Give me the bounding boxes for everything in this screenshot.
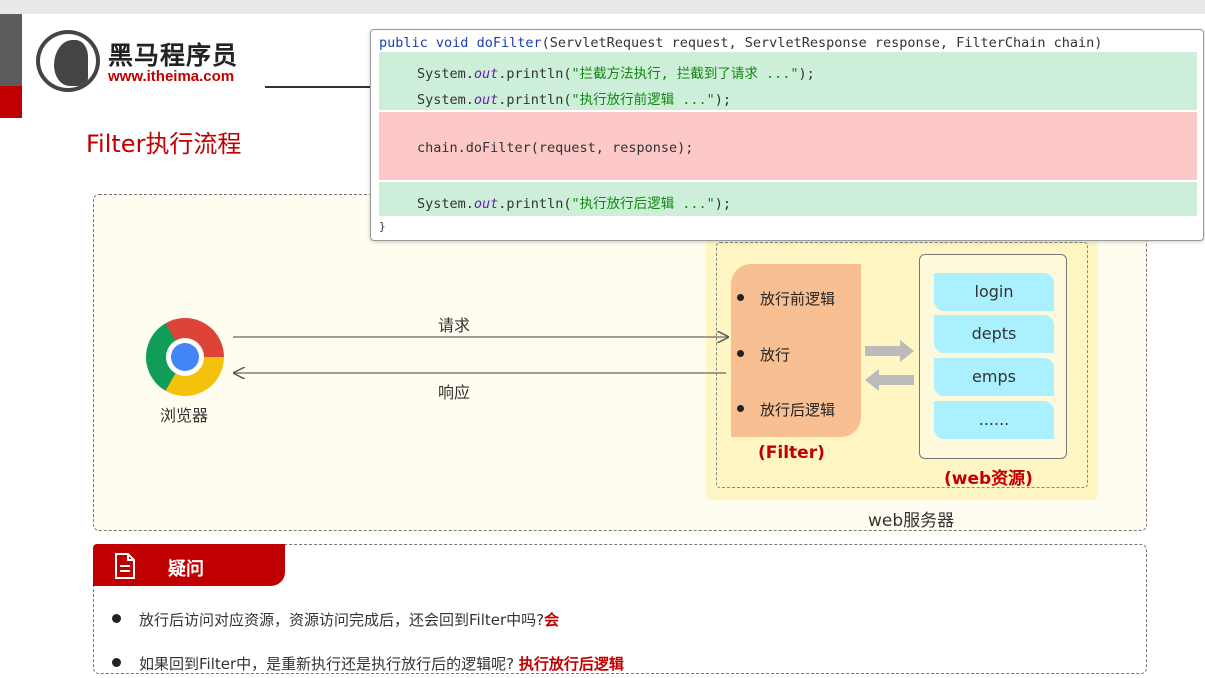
browser-label: 浏览器 bbox=[160, 406, 209, 425]
code-line-dofilter: chain.doFilter(request, response); bbox=[417, 140, 694, 156]
resource-item: emps bbox=[934, 358, 1054, 396]
code-panel: public void doFilter(ServletRequest requ… bbox=[370, 29, 1204, 241]
document-icon bbox=[115, 553, 135, 579]
filter-item: 放行后逻辑 bbox=[737, 399, 835, 420]
top-band bbox=[0, 0, 1205, 14]
code-line-intercept: System.out.println("拦截方法执行, 拦截到了请求 ...")… bbox=[417, 66, 815, 82]
left-gray-bar bbox=[0, 14, 22, 86]
web-server-inner-frame bbox=[716, 242, 1088, 488]
left-red-bar bbox=[0, 86, 22, 118]
web-server-label: web服务器 bbox=[868, 511, 955, 531]
header-divider bbox=[265, 86, 375, 88]
horse-logo-icon bbox=[36, 30, 100, 92]
after-logic-highlight bbox=[379, 182, 1197, 216]
answer-text: 执行放行后逻辑 bbox=[518, 655, 624, 673]
filter-block bbox=[731, 264, 861, 437]
brand-url: www.itheima.com bbox=[108, 68, 235, 85]
code-line-after: System.out.println("执行放行后逻辑 ..."); bbox=[417, 196, 731, 212]
filter-item: 放行 bbox=[737, 344, 790, 365]
code-line-before: System.out.println("执行放行前逻辑 ..."); bbox=[417, 92, 731, 108]
resource-item: depts bbox=[934, 315, 1054, 353]
before-logic-highlight bbox=[379, 52, 1197, 110]
code-closing-brace: } bbox=[379, 220, 386, 233]
resource-item: ...... bbox=[934, 401, 1054, 439]
question-item: 如果回到Filter中，是重新执行还是执行放行后的逻辑呢? 执行放行后逻辑 bbox=[112, 653, 624, 674]
request-label: 请求 bbox=[438, 316, 471, 335]
code-signature: public void doFilter(ServletRequest requ… bbox=[379, 35, 1103, 51]
dofilter-highlight bbox=[379, 112, 1197, 180]
brand-name: 黑马程序员 bbox=[108, 41, 239, 70]
response-label: 响应 bbox=[438, 383, 471, 402]
resource-item: login bbox=[934, 273, 1054, 311]
question-item: 放行后访问对应资源，资源访问完成后，还会回到Filter中吗?会 bbox=[112, 609, 559, 630]
answer-text: 会 bbox=[544, 611, 560, 629]
filter-label: (Filter) bbox=[758, 443, 825, 463]
slide-title: Filter执行流程 bbox=[86, 130, 242, 158]
forward-block-arrow bbox=[865, 340, 914, 362]
filter-item: 放行前逻辑 bbox=[737, 288, 835, 309]
question-header bbox=[93, 544, 285, 586]
question-title: 疑问 bbox=[168, 559, 204, 580]
web-resources-label: (web资源) bbox=[944, 469, 1033, 489]
return-block-arrow bbox=[865, 369, 914, 391]
chrome-browser-icon bbox=[146, 318, 224, 396]
